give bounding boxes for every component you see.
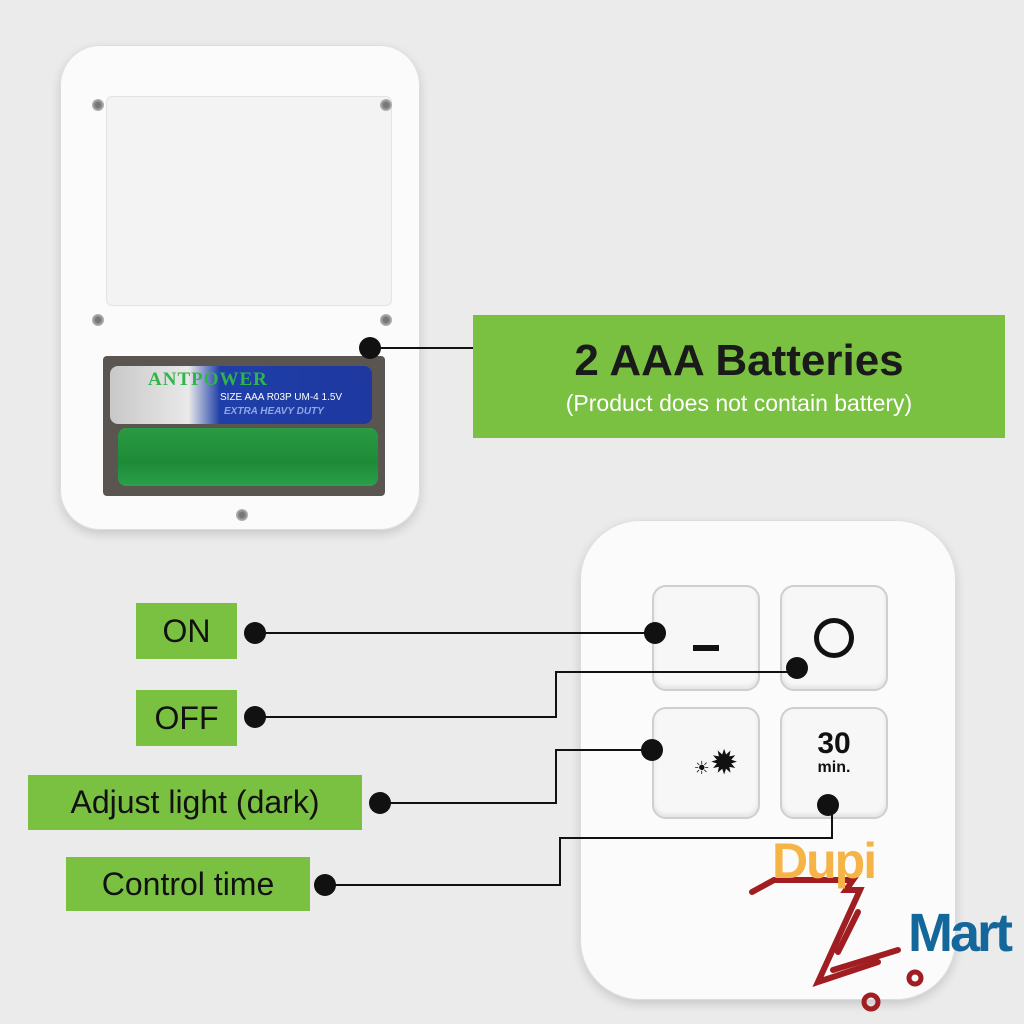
logo-text-mart: Mart xyxy=(908,903,1013,963)
timer-connector xyxy=(325,805,833,886)
battery-callout: 2 AAA Batteries (Product does not contai… xyxy=(473,315,1005,438)
battery-spec: SIZE AAA R03P UM-4 1.5V xyxy=(220,392,343,403)
label-control-time: Control time xyxy=(66,857,310,911)
screw xyxy=(380,99,392,111)
screw xyxy=(236,509,248,521)
label-on: ON xyxy=(136,603,237,659)
battery-brand: ANTPOWER xyxy=(148,369,268,390)
off-circle-icon xyxy=(814,618,854,658)
remote-back-panel xyxy=(106,96,392,306)
battery-tagline: EXTRA HEAVY DUTY xyxy=(224,406,324,417)
cart-icon xyxy=(749,877,924,1012)
adjust-label-dot xyxy=(369,792,391,814)
on-button[interactable] xyxy=(652,585,760,691)
adjust-connector xyxy=(380,749,652,804)
brightness-icon: ☀✹ xyxy=(693,744,739,782)
battery-green xyxy=(118,428,378,486)
logo-text-dupi: Dupi xyxy=(772,833,877,889)
label-off: OFF xyxy=(136,690,237,746)
dim-button-dot xyxy=(641,739,663,761)
timer-label-dot xyxy=(314,874,336,896)
screw xyxy=(380,314,392,326)
battery-callout-subtitle: (Product does not contain battery) xyxy=(565,390,913,416)
remote-front xyxy=(580,520,956,1000)
off-label-dot xyxy=(244,706,266,728)
dupimart-logo: Dupi Mart xyxy=(748,832,1018,1012)
off-connector xyxy=(255,668,798,718)
on-dash-icon xyxy=(693,645,719,651)
screw xyxy=(92,314,104,326)
timer-unit: min. xyxy=(817,759,851,776)
on-button-dot xyxy=(644,622,666,644)
screw xyxy=(92,99,104,111)
label-adjust-light: Adjust light (dark) xyxy=(28,775,362,830)
timer-value: 30 xyxy=(817,727,851,760)
on-label-dot xyxy=(244,622,266,644)
dim-button[interactable]: ☀✹ xyxy=(652,707,760,819)
battery-callout-title: 2 AAA Batteries xyxy=(574,336,904,385)
timer-button-dot xyxy=(817,794,839,816)
off-button-dot xyxy=(786,657,808,679)
battery-dot xyxy=(359,337,381,359)
battery-blue: ANTPOWER SIZE AAA R03P UM-4 1.5V EXTRA H… xyxy=(110,366,372,424)
